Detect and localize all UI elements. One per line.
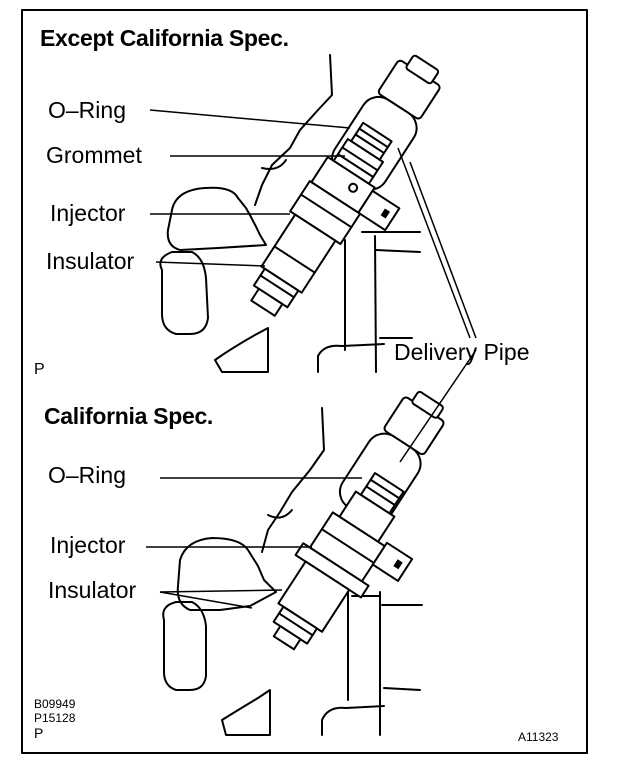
- bottom-injector-label: Injector: [50, 532, 126, 558]
- delivery-pipe-label: Delivery Pipe: [394, 339, 530, 365]
- top-insulator-label: Insulator: [46, 248, 135, 274]
- top-injector-label: Injector: [50, 200, 126, 226]
- bottom-injector-assembly: [272, 472, 414, 651]
- top-o-ring-label: O–Ring: [48, 97, 126, 123]
- top-leader-lines: [149, 109, 477, 339]
- top-injector-assembly: [250, 121, 401, 317]
- figure-border: [21, 9, 588, 754]
- figure-id: A11323: [518, 730, 559, 744]
- top-panel-heading: Except California Spec.: [40, 25, 289, 51]
- bottom-page-mark: P: [34, 725, 44, 741]
- bottom-engine-outline: [162, 407, 423, 736]
- bottom-leader-lines: [146, 349, 477, 609]
- top-grommet-label: Grommet: [46, 142, 142, 168]
- bottom-o-ring-label: O–Ring: [48, 462, 126, 488]
- top-page-mark: P: [34, 361, 45, 378]
- bottom-panel-heading: California Spec.: [44, 403, 214, 429]
- top-engine-outline: [159, 54, 421, 373]
- reference-code-1: B09949: [34, 697, 76, 711]
- bottom-insulator-label: Insulator: [48, 577, 137, 603]
- reference-code-2: P15128: [34, 711, 76, 725]
